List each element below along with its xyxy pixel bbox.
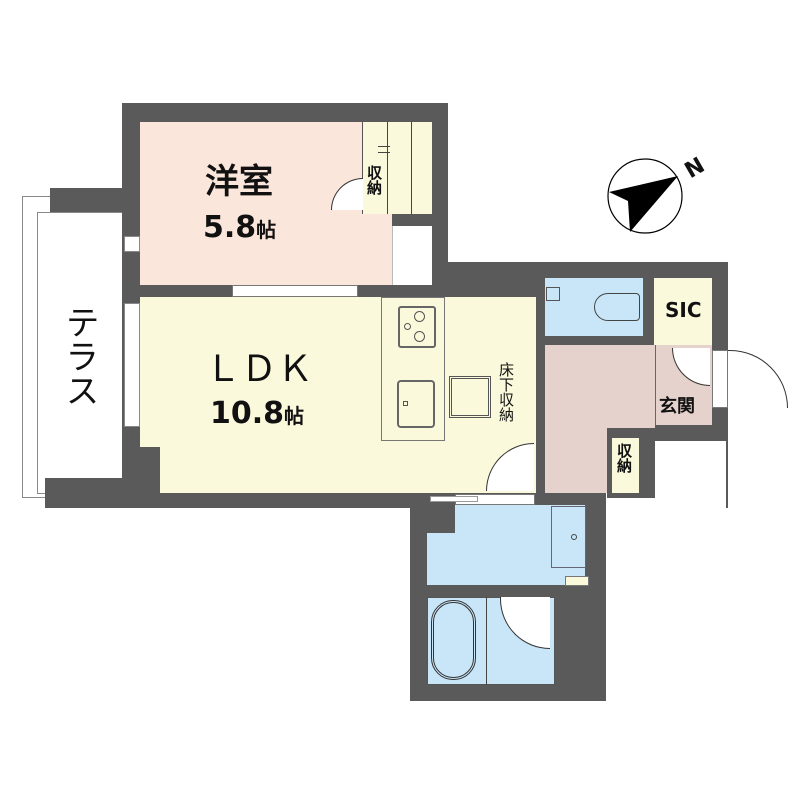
western-closet xyxy=(362,122,432,214)
utility-shelf xyxy=(565,576,589,586)
ldk-room xyxy=(140,297,536,493)
compass-north-label: N xyxy=(680,153,710,184)
ldk-size: 10.8帖 xyxy=(210,396,305,431)
drain-icon xyxy=(403,401,408,406)
paper-holder-icon xyxy=(546,287,560,301)
burner-icon xyxy=(404,323,411,330)
western-niche xyxy=(392,226,432,285)
western-closet-label: 収納 xyxy=(365,165,383,195)
underfloor-storage-label: 床下収納 xyxy=(497,362,515,422)
western-room-size: 5.8帖 xyxy=(203,210,277,245)
burner-icon xyxy=(414,311,425,322)
terrace-small-door[interactable] xyxy=(124,236,140,252)
toilet-icon[interactable] xyxy=(594,293,640,321)
sic-room xyxy=(654,278,712,345)
burner-icon xyxy=(414,331,425,342)
ldk-notch xyxy=(122,447,160,497)
washroom-entry-dashed xyxy=(430,496,478,502)
bathtub[interactable] xyxy=(431,600,476,680)
hall-closet xyxy=(612,438,639,493)
interior-window[interactable] xyxy=(232,285,358,297)
front-door[interactable] xyxy=(728,350,788,408)
underfloor-storage-hatch[interactable] xyxy=(449,376,491,418)
faucet-icon xyxy=(571,534,577,540)
north-arrow-icon xyxy=(606,157,684,235)
entrance-label: 玄関 xyxy=(659,396,695,417)
washroom-notch xyxy=(427,505,455,533)
terrace-label: テラス xyxy=(59,305,99,407)
wall-left-corner xyxy=(50,188,135,212)
front-door-frame xyxy=(712,350,728,408)
wash-basin[interactable] xyxy=(551,506,586,568)
terrace xyxy=(37,212,125,494)
western-room-name: 洋室 xyxy=(205,162,273,202)
terrace-sliding-door[interactable] xyxy=(124,303,140,427)
sic-label: SIC xyxy=(665,298,702,322)
hall-closet-label: 収納 xyxy=(615,443,633,473)
ldk-name: ＬＤＫ xyxy=(205,349,314,390)
